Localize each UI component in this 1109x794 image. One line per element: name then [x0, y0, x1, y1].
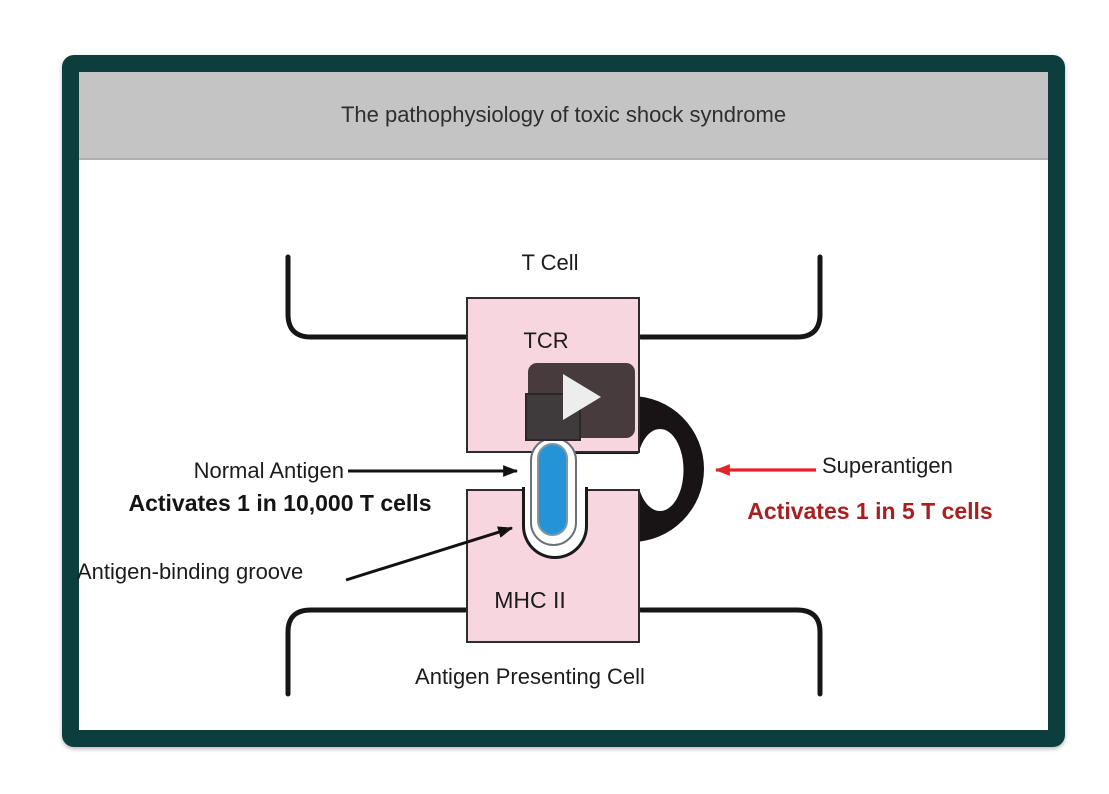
- antigen-presenting-cell-label: Antigen Presenting Cell: [415, 664, 645, 689]
- play-icon: [563, 374, 601, 420]
- slide-title-bar: The pathophysiology of toxic shock syndr…: [79, 72, 1048, 160]
- antigen-binding-groove-arrow: [345, 526, 514, 582]
- t-cell-membrane-right: [638, 254, 823, 340]
- apc-membrane-right: [638, 607, 823, 697]
- normal-antigen-stat-label: Activates 1 in 10,000 T cells: [128, 490, 432, 516]
- antigen-capsule-outline: [530, 437, 577, 546]
- antigen-binding-groove-label: Antigen-binding groove: [77, 559, 304, 584]
- normal-antigen-shape: [537, 443, 568, 536]
- superantigen-stat-label: Activates 1 in 5 T cells: [747, 498, 993, 524]
- superantigen-crescent-hole: [636, 429, 684, 511]
- mhc2-label: MHC II: [494, 587, 566, 613]
- superantigen-label: Superantigen: [822, 453, 953, 478]
- slide-title: The pathophysiology of toxic shock syndr…: [340, 102, 787, 127]
- apc-membrane-left: [285, 607, 468, 697]
- t-cell-membrane-left: [285, 254, 468, 340]
- tcr-label: TCR: [523, 328, 569, 353]
- t-cell-label: T Cell: [521, 250, 579, 275]
- normal-antigen-label: Normal Antigen: [193, 458, 344, 483]
